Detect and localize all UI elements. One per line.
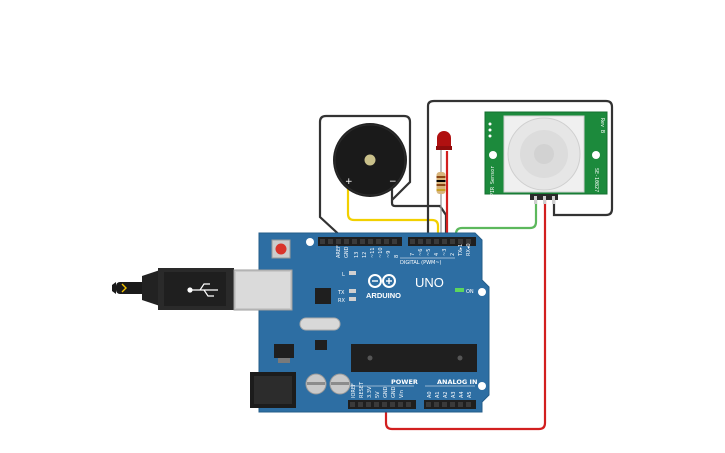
buzzer-minus-label: − bbox=[389, 177, 397, 187]
tx-label: TX bbox=[337, 290, 345, 296]
pin-label: ~10 bbox=[378, 247, 384, 258]
pin-label: A3 bbox=[451, 391, 457, 398]
usb-chip bbox=[315, 288, 331, 304]
analog-header-label: ANALOG IN bbox=[437, 378, 477, 386]
digital-header-label: DIGITAL (PWM~) bbox=[400, 260, 442, 266]
led-tx bbox=[349, 289, 356, 293]
l-led-label: L bbox=[342, 272, 345, 278]
digital-header-left[interactable] bbox=[318, 237, 402, 246]
wires bbox=[318, 99, 614, 431]
usb-cable[interactable] bbox=[112, 268, 234, 310]
pin-label: A1 bbox=[435, 391, 441, 398]
rx-label: RX bbox=[338, 298, 345, 304]
atmega-chip bbox=[351, 344, 477, 372]
regulator bbox=[274, 344, 294, 358]
on-label: ON bbox=[466, 289, 474, 295]
usb-icon bbox=[187, 283, 218, 297]
pin-label: GND bbox=[383, 386, 389, 398]
pin-label: 3.3V bbox=[367, 386, 373, 398]
pin-label: 2 bbox=[450, 253, 456, 256]
pin-label: ~11 bbox=[370, 247, 376, 258]
pin-label: 8 bbox=[394, 255, 400, 258]
aref-label: AREF bbox=[336, 245, 342, 258]
pin-label: A4 bbox=[459, 391, 465, 398]
power-jack bbox=[250, 372, 296, 408]
pin-label: ~9 bbox=[386, 251, 392, 258]
reset-button[interactable] bbox=[271, 239, 291, 259]
pin-label: RX◂0 bbox=[466, 243, 472, 256]
wire-buzzer-gnd[interactable] bbox=[318, 114, 412, 241]
power-header[interactable] bbox=[348, 400, 416, 409]
pin-label: Vin bbox=[399, 390, 405, 398]
wire-pir-gnd[interactable] bbox=[426, 99, 614, 240]
pir-mount-hole-right bbox=[592, 151, 600, 159]
wire-buzzer-minus[interactable] bbox=[390, 183, 448, 238]
pin-label: ~3 bbox=[442, 249, 448, 256]
pin-label: ~5 bbox=[426, 249, 432, 256]
wire-pir-out[interactable] bbox=[454, 200, 538, 240]
crystal-oscillator bbox=[299, 317, 341, 331]
capacitor bbox=[305, 373, 327, 395]
pin-label: ~6 bbox=[418, 249, 424, 256]
led-rx bbox=[349, 297, 356, 301]
pin-label: TX▸1 bbox=[458, 244, 464, 257]
pin-label: A5 bbox=[467, 391, 473, 398]
resistor[interactable] bbox=[436, 165, 446, 240]
pin-label: 5V bbox=[375, 391, 381, 398]
red-led[interactable] bbox=[436, 131, 452, 165]
wire-buzzer-signal[interactable] bbox=[346, 183, 440, 240]
piezo-buzzer[interactable]: + − bbox=[333, 123, 407, 197]
pin-label: A0 bbox=[427, 391, 433, 398]
gnd-label: GND bbox=[344, 246, 350, 258]
digital-header-right[interactable] bbox=[408, 237, 476, 246]
pir-sensor[interactable]: PIR Sensor Rev B SE-10827 bbox=[484, 111, 608, 204]
pin-label: 7 bbox=[410, 253, 416, 256]
pin-label: GND bbox=[391, 386, 397, 398]
pin-label: IOREF bbox=[351, 383, 357, 398]
brand-label: ARDUINO bbox=[366, 291, 401, 300]
analog-header[interactable] bbox=[424, 400, 476, 409]
pin-label: RESET bbox=[359, 381, 365, 398]
led-l bbox=[349, 271, 356, 275]
board-mount-hole bbox=[478, 288, 486, 296]
model-label: UNO bbox=[415, 275, 444, 290]
pir-label-left: PIR Sensor bbox=[490, 166, 496, 196]
pir-label-sub: Rev B bbox=[599, 118, 605, 133]
board-mount-hole bbox=[306, 238, 314, 246]
buzzer-plus-label: + bbox=[345, 177, 353, 187]
board-mount-hole bbox=[478, 382, 486, 390]
wire-pir-5v[interactable] bbox=[384, 200, 547, 431]
pin-label: 4 bbox=[434, 253, 440, 256]
buzzer-center bbox=[364, 154, 376, 166]
pir-label-right: SE-10827 bbox=[593, 168, 599, 192]
led-on bbox=[455, 288, 464, 292]
power-header-label: POWER bbox=[391, 378, 418, 386]
pin-label: 12 bbox=[362, 252, 368, 258]
capacitor bbox=[329, 373, 351, 395]
pin-label: A2 bbox=[443, 391, 449, 398]
pir-mount-hole-left bbox=[489, 151, 497, 159]
pin-label: 13 bbox=[354, 252, 360, 258]
arduino-logo-icon bbox=[368, 274, 396, 288]
